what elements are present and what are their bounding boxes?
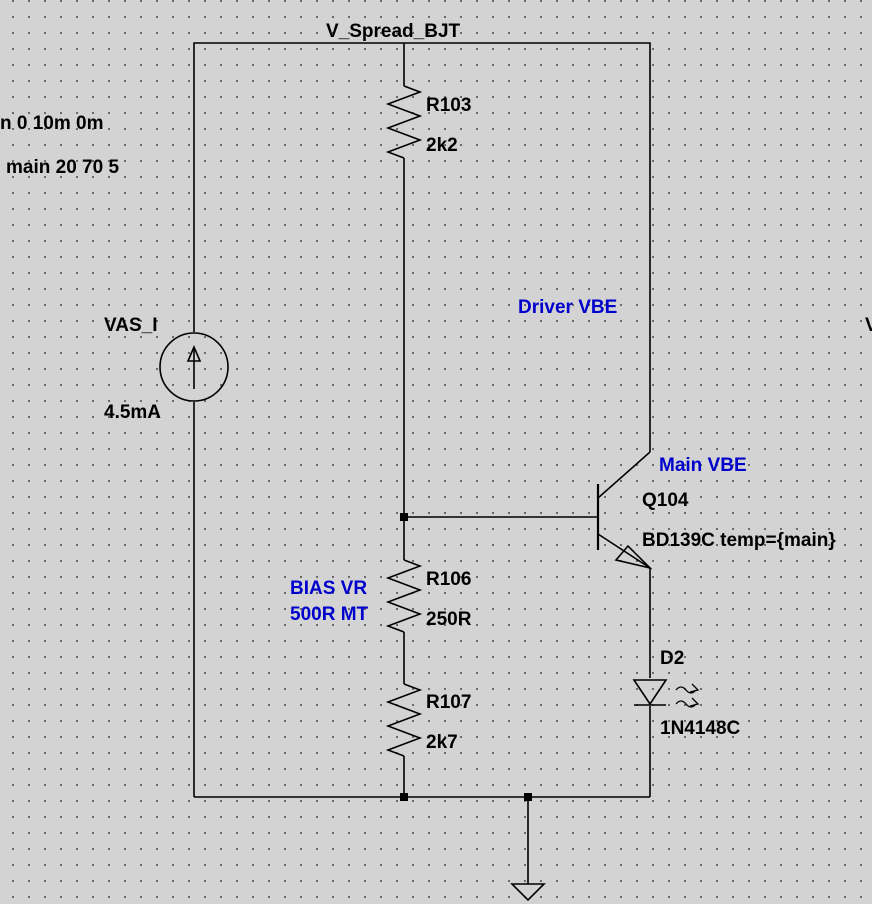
emitter-arrow-icon [614, 544, 653, 570]
comment-driver-vbe[interactable]: Driver VBE [518, 297, 617, 318]
comment-bias-vr-line2[interactable]: 500R MT [290, 604, 369, 625]
vas-i-ref: VAS_I [104, 315, 158, 336]
transistor-q104[interactable]: Q104 BD139C temp={main} [596, 451, 836, 570]
resistor-r103[interactable]: R103 2k2 [385, 85, 471, 159]
wires [193, 42, 651, 884]
emission-arrows-icon [675, 683, 700, 708]
d2-ref: D2 [660, 648, 684, 669]
arrow-up-icon [186, 344, 202, 362]
diode-d2[interactable]: D2 1N4148C [632, 648, 741, 739]
q104-ref: Q104 [642, 490, 689, 511]
edge-glyph: V [865, 315, 872, 336]
q104-value: BD139C temp={main} [642, 530, 836, 551]
step-directive[interactable]: n 0 10m 0m [0, 113, 104, 134]
r103-ref: R103 [426, 95, 471, 116]
net-label-v-spread-bjt[interactable]: V_Spread_BJT [326, 21, 461, 42]
temp-step-directive[interactable]: main 20 70 5 [6, 157, 119, 178]
ground-icon[interactable] [510, 883, 546, 902]
resistor-r107[interactable]: R107 2k7 [385, 683, 471, 757]
wire-top-loop[interactable] [193, 42, 651, 452]
r107-ref: R107 [426, 692, 471, 713]
current-source-vas-i[interactable]: VAS_I 4.5mA [104, 315, 229, 423]
r106-ref: R106 [426, 569, 471, 590]
d2-value: 1N4148C [660, 718, 741, 739]
r107-value: 2k7 [426, 732, 458, 753]
resistor-r106[interactable]: R106 250R [385, 559, 472, 633]
vas-i-value: 4.5mA [104, 402, 161, 423]
r103-value: 2k2 [426, 135, 458, 156]
junction-dot [400, 793, 408, 801]
junction-dot [400, 513, 408, 521]
comment-main-vbe[interactable]: Main VBE [659, 455, 747, 476]
junction-dot [524, 793, 532, 801]
r106-value: 250R [426, 609, 472, 630]
comment-bias-vr-line1[interactable]: BIAS VR [290, 578, 367, 599]
